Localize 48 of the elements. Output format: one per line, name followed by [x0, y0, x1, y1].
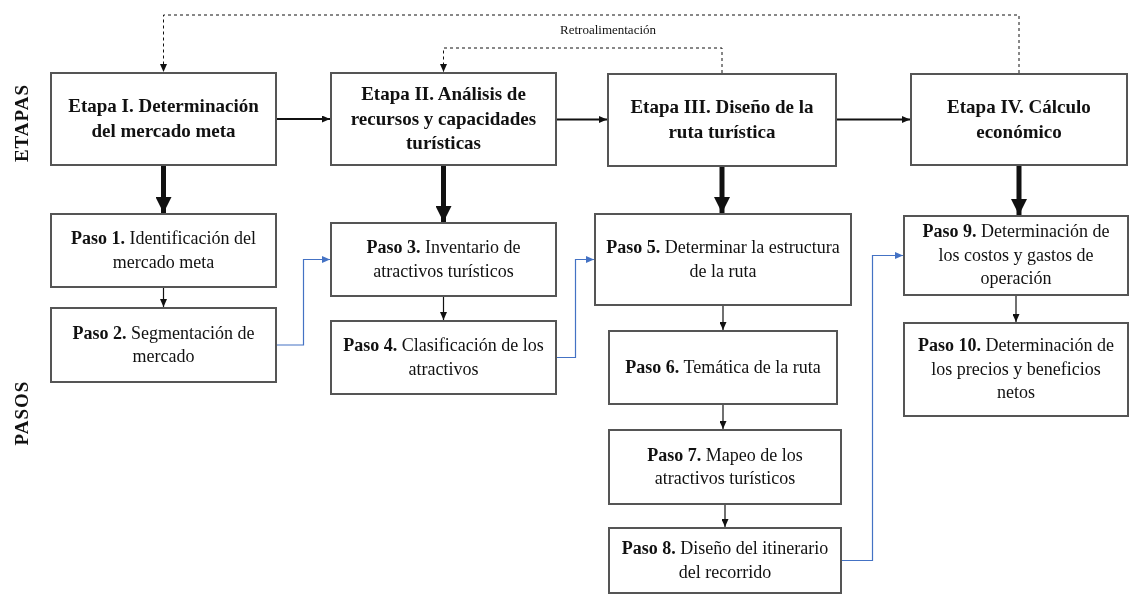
arrow	[276, 256, 331, 346]
arrow	[277, 115, 330, 123]
step-text: Paso 4. Clasificación de los atractivos	[342, 334, 545, 381]
arrow	[435, 166, 452, 222]
step-text: Paso 10. Determinación de los precios y beneficios netos	[917, 334, 1115, 405]
step-text: Paso 1. Identificación del mercado meta	[70, 227, 257, 274]
step-text: Paso 8. Diseño del itinerario del recorrido	[620, 537, 830, 584]
step-text: Paso 2. Segmentación de mercado	[71, 321, 256, 368]
step-box	[330, 320, 557, 395]
step-text: Paso 7. Mapeo de los atractivos turísticos	[646, 443, 804, 490]
step-box	[50, 307, 277, 383]
step-box	[903, 215, 1129, 296]
step-box	[608, 527, 842, 594]
arrow	[160, 287, 167, 308]
arrow	[1012, 295, 1020, 323]
side-heading: ETAPAS	[11, 83, 34, 163]
stage-box	[607, 73, 837, 167]
arrow	[719, 305, 727, 331]
step-text: Paso 5. Determinar la estructura de la ruta	[605, 236, 841, 283]
stage-title: Etapa III. Diseño de la ruta turística	[629, 95, 815, 144]
step-box	[50, 213, 277, 288]
arrow	[1011, 166, 1027, 215]
step-text: Paso 3. Inventario de atractivos turísticos	[365, 236, 522, 283]
stage-box	[330, 72, 557, 166]
arrow	[841, 252, 904, 562]
feedback-arrow	[440, 47, 723, 74]
stage-title: Etapa I. Determinación del mercado meta	[67, 94, 260, 143]
step-text: Paso 9. Determinación de los costos y gastos de operación	[921, 220, 1111, 291]
arrow	[837, 116, 910, 123]
arrow	[719, 404, 727, 430]
step-box	[608, 330, 838, 405]
step-box	[903, 322, 1129, 417]
stage-box	[50, 72, 277, 166]
step-box	[594, 213, 852, 306]
arrow	[714, 167, 730, 213]
stage-box	[910, 73, 1128, 166]
stage-title: Etapa II. Análisis de recursos y capacidades turísticas	[349, 81, 538, 156]
feedback-arrow	[160, 14, 1020, 74]
step-text: Paso 6. Temática de la ruta	[625, 355, 821, 379]
arrow	[557, 116, 607, 123]
side-heading: PASOS	[10, 380, 33, 446]
step-box	[608, 429, 842, 505]
arrow	[440, 296, 447, 321]
step-box	[330, 222, 557, 297]
arrow	[556, 256, 595, 359]
stage-title: Etapa IV. Cálculo económico	[946, 94, 1092, 144]
arrow	[721, 504, 729, 528]
arrow	[155, 166, 172, 213]
